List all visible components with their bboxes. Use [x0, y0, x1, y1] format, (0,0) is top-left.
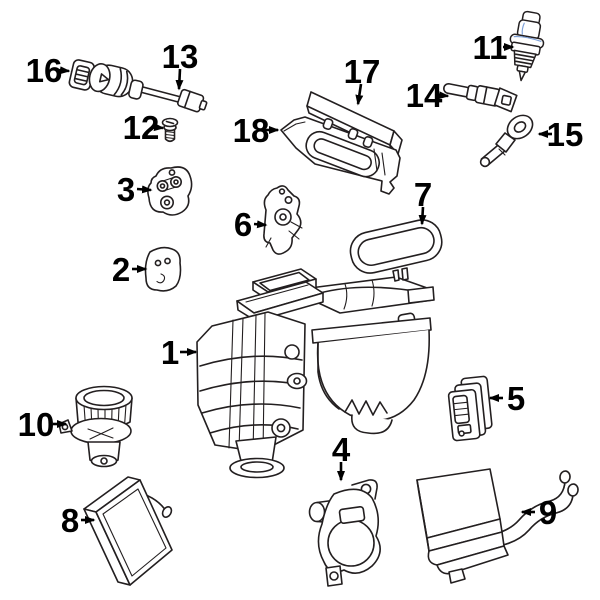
part-6-actuator-drawing — [263, 185, 303, 255]
callout-8[interactable]: 8 — [61, 502, 96, 539]
callout-16[interactable]: 16 — [26, 52, 71, 89]
callout-4[interactable]: 4 — [332, 431, 351, 482]
part-1-hvac-housing-drawing — [196, 267, 435, 479]
callout-8-number: 8 — [61, 502, 79, 539]
callout-2[interactable]: 2 — [112, 251, 148, 288]
callout-14-number: 14 — [406, 77, 443, 114]
part-9-heater-core-drawing — [416, 468, 579, 584]
callout-13-number: 13 — [162, 38, 199, 75]
callout-4-number: 4 — [332, 431, 351, 468]
callout-9[interactable]: 9 — [520, 494, 557, 531]
callout-16-number: 16 — [26, 52, 63, 89]
part-10-blower-motor-drawing — [58, 385, 133, 468]
callout-10-number: 10 — [18, 406, 55, 443]
callout-9-number: 9 — [539, 494, 557, 531]
callout-10[interactable]: 10 — [18, 406, 68, 443]
callout-11-number: 11 — [473, 29, 508, 66]
callout-7[interactable]: 7 — [414, 176, 432, 226]
part-3-bracket-drawing — [147, 166, 193, 216]
part-4-actuator-drawing — [308, 479, 381, 587]
part-7-seal-drawing — [349, 219, 443, 274]
callout-3-number: 3 — [117, 171, 135, 208]
callout-6-number: 6 — [234, 206, 252, 243]
callout-13[interactable]: 13 — [162, 38, 199, 91]
callout-17-number: 17 — [344, 53, 381, 90]
callout-15[interactable]: 15 — [537, 116, 584, 153]
part-8-evaporator-drawing — [83, 476, 173, 586]
callout-6[interactable]: 6 — [234, 206, 268, 243]
callout-7-number: 7 — [414, 176, 432, 213]
callout-12-number: 12 — [123, 109, 160, 146]
callout-14[interactable]: 14 — [406, 77, 450, 114]
part-16-grommet-drawing — [68, 59, 95, 91]
part-11-highlighted-sensor-drawing — [509, 10, 545, 82]
callout-12[interactable]: 12 — [123, 109, 165, 146]
callout-3[interactable]: 3 — [117, 171, 153, 208]
callout-18[interactable]: 18 — [233, 112, 280, 149]
callout-18-number: 18 — [233, 112, 270, 149]
part-14-sensor-drawing — [443, 82, 518, 113]
part-15-sensor-drawing — [479, 114, 534, 168]
part-13-cable-drawing — [88, 62, 208, 113]
callout-5[interactable]: 5 — [488, 380, 525, 417]
callout-5-number: 5 — [507, 380, 525, 417]
callout-1[interactable]: 1 — [161, 334, 198, 371]
callout-2-number: 2 — [112, 251, 130, 288]
callout-11[interactable]: 11 — [473, 29, 515, 66]
part-2-pad-drawing — [144, 246, 182, 292]
callout-17[interactable]: 17 — [344, 53, 381, 106]
callout-15-number: 15 — [547, 116, 584, 153]
part-5-resistor-drawing — [447, 375, 493, 442]
part-18-housing-cover-drawing — [280, 116, 401, 195]
callout-labels: 1 2 3 4 5 6 7 8 — [18, 29, 584, 539]
callout-1-number: 1 — [161, 334, 179, 371]
part-12-screw-drawing — [161, 117, 179, 143]
